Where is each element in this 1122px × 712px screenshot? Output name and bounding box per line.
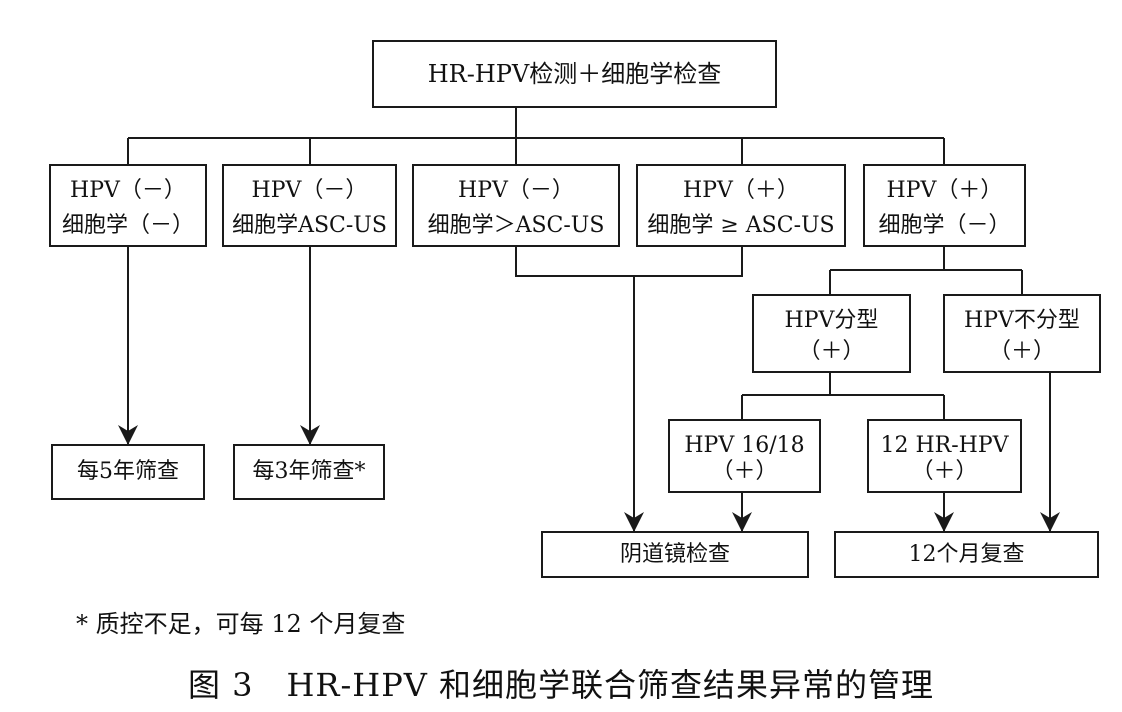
- merge-line: [515, 247, 743, 277]
- hpv-16-18-box: HPV 16/18 （＋）: [668, 419, 821, 493]
- hpv-typed-label: HPV分型: [784, 308, 879, 333]
- result-box-hpv-pos-cyto-ge-ascus: HPV（＋） 细胞学 ≥ ASC-US: [636, 164, 846, 247]
- every-5-years-box: 每5年筛查: [51, 444, 205, 500]
- cytology-result: 细胞学ASC-US: [232, 213, 387, 238]
- hpv-typed-box: HPV分型 （＋）: [752, 294, 911, 373]
- result-box-hpv-neg-cyto-ascus: HPV（－） 细胞学ASC-US: [222, 164, 397, 247]
- cytology-result: 细胞学＞ASC-US: [427, 213, 605, 238]
- hpv-result: HPV（－）: [458, 178, 574, 203]
- hpv-untyped-label: HPV不分型: [964, 308, 1080, 333]
- test-box: HR-HPV检测＋细胞学检查: [372, 40, 777, 108]
- hpv-untyped-box: HPV不分型 （＋）: [943, 294, 1101, 373]
- result-box-hpv-pos-cyto-neg: HPV（＋） 细胞学（－）: [863, 164, 1026, 247]
- result-box-hpv-neg-cyto-gt-ascus: HPV（－） 细胞学＞ASC-US: [412, 164, 620, 247]
- cytology-result: 细胞学（－）: [878, 213, 1011, 238]
- footnote: * 质控不足，可每 12 个月复查: [76, 610, 406, 638]
- hpv-untyped-result: （＋）: [988, 339, 1055, 364]
- hpv-result: HPV（＋）: [886, 178, 1003, 203]
- test-label: HR-HPV检测＋细胞学检查: [427, 60, 722, 88]
- hpv-result: HPV（＋）: [683, 178, 799, 203]
- every-3-years-box: 每3年筛查*: [233, 444, 385, 500]
- every-5-years-label: 每5年筛查: [77, 459, 179, 484]
- repeat-12-months-box: 12个月复查: [834, 531, 1099, 578]
- every-3-years-label: 每3年筛查*: [252, 459, 366, 484]
- hpv-16-18-label: HPV 16/18: [684, 433, 805, 458]
- figure-caption: 图 3 HR-HPV 和细胞学联合筛查结果异常的管理: [187, 666, 935, 704]
- hr-hpv-12-result: （＋）: [911, 459, 978, 484]
- result-box-hpv-neg-cyto-neg: HPV（－） 细胞学（－）: [49, 164, 207, 247]
- hpv-result: HPV（－）: [251, 178, 368, 203]
- cytology-result: 细胞学 ≥ ASC-US: [647, 213, 835, 238]
- hr-hpv-12-label: 12 HR-HPV: [880, 433, 1009, 458]
- repeat-12-months-label: 12个月复查: [908, 541, 1025, 567]
- hpv-typed-result: （＋）: [798, 339, 865, 364]
- colposcopy-box: 阴道镜检查: [541, 531, 809, 578]
- hpv-16-18-result: （＋）: [711, 459, 778, 484]
- hpv-result: HPV（－）: [70, 178, 186, 203]
- colposcopy-label: 阴道镜检查: [619, 541, 730, 567]
- hr-hpv-12-box: 12 HR-HPV （＋）: [867, 419, 1022, 493]
- cytology-result: 细胞学（－）: [61, 213, 194, 238]
